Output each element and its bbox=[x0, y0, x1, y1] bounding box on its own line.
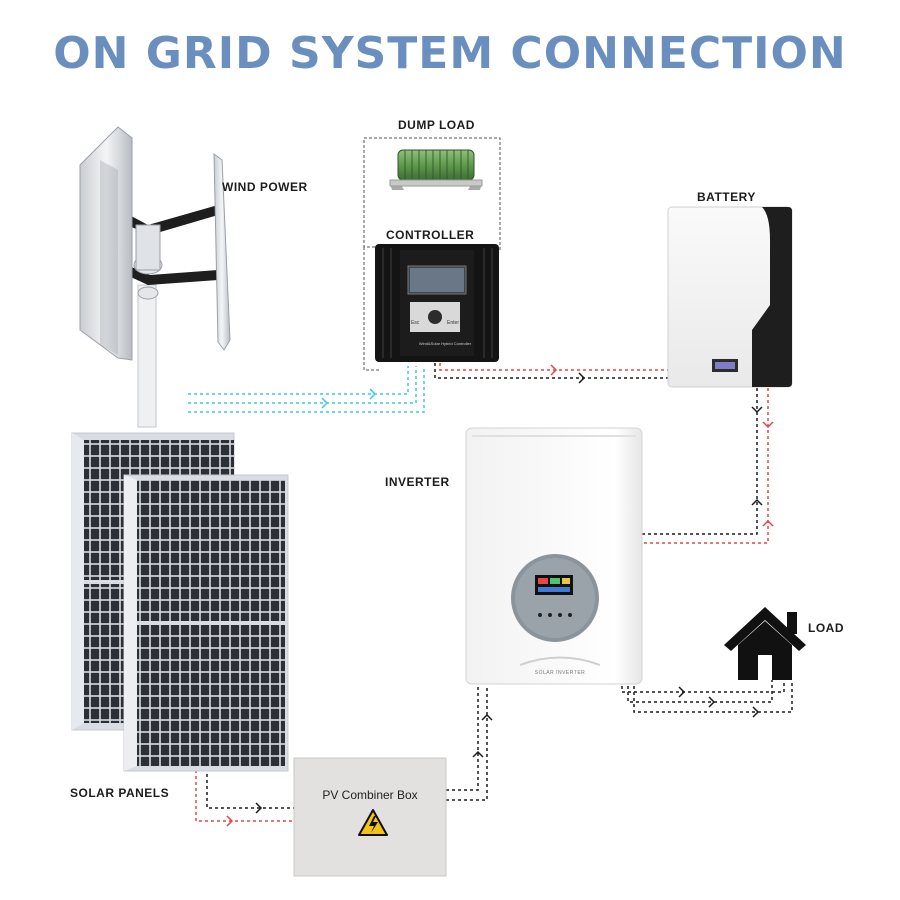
battery-inverter-arrows bbox=[751, 406, 774, 527]
wind-turbine-icon bbox=[79, 126, 231, 428]
label-load: LOAD bbox=[808, 621, 844, 635]
controller-key-esc: Esc bbox=[411, 320, 420, 326]
solar-panel-icon bbox=[71, 432, 289, 772]
battery-inverter-lines bbox=[642, 388, 769, 544]
inverter-load-arrows bbox=[678, 686, 760, 718]
label-inverter: INVERTER bbox=[385, 475, 450, 489]
label-wind-power: WIND POWER bbox=[222, 180, 308, 194]
label-dump-load: DUMP LOAD bbox=[398, 118, 475, 132]
controller-battery-lines bbox=[434, 363, 668, 379]
pv-combiner-box bbox=[293, 757, 447, 877]
panel-combiner-lines bbox=[195, 768, 294, 822]
resistor-icon bbox=[389, 149, 483, 190]
wind-lines bbox=[188, 366, 425, 413]
battery-icon bbox=[667, 206, 793, 388]
label-controller: CONTROLLER bbox=[386, 228, 475, 242]
combiner-inverter-arrows bbox=[472, 713, 493, 758]
inverter-load-lines bbox=[621, 680, 793, 713]
combiner-inverter-lines bbox=[446, 686, 488, 801]
controller-key-enter: Enter bbox=[447, 320, 459, 326]
controller-device bbox=[375, 244, 499, 362]
label-battery: BATTERY bbox=[697, 190, 756, 204]
inverter-icon bbox=[465, 427, 643, 685]
label-pv-combiner-box: PV Combiner Box bbox=[322, 788, 418, 802]
inverter-brand-text: SOLAR INVERTER bbox=[534, 670, 586, 676]
wind-arrows bbox=[321, 388, 377, 409]
high-voltage-icon bbox=[358, 809, 388, 836]
controller-battery-arrows bbox=[550, 364, 586, 384]
label-solar-panels: SOLAR PANELS bbox=[70, 786, 170, 800]
panel-combiner-arrows bbox=[226, 802, 263, 827]
house-icon bbox=[724, 607, 806, 680]
controller-brand-text: Wind&Solar Hybrid Controller bbox=[418, 341, 472, 346]
page-title: ON GRID SYSTEM CONNECTION bbox=[53, 28, 847, 79]
